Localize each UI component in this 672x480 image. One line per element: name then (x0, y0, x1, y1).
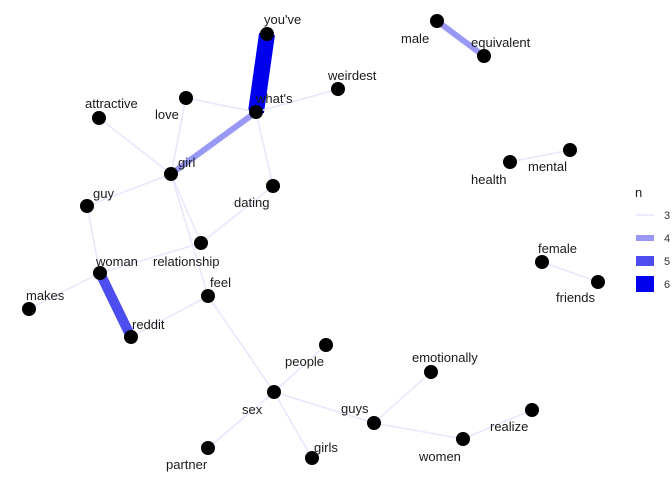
node-label-people: people (285, 354, 324, 369)
edge-health-mental (509, 149, 571, 163)
node-label-girls: girls (314, 440, 338, 455)
edge-attractive-girl (98, 117, 172, 175)
edge-what-s-dating (255, 111, 274, 187)
edge-reddit-feel (130, 295, 209, 338)
edge-sex-people (273, 344, 327, 393)
node-reddit (124, 330, 138, 344)
node-love (179, 91, 193, 105)
edge-women-realize (462, 409, 533, 440)
node-male (430, 14, 444, 28)
legend-title: n (635, 185, 642, 200)
edge-relationship-woman (99, 242, 202, 274)
node-girls (305, 451, 319, 465)
node-label-attractive: attractive (85, 96, 138, 111)
node-label-health: health (471, 172, 506, 187)
legend: n 3 4 5 6 (635, 185, 670, 292)
edge-woman-reddit (95, 270, 136, 340)
labels-layer: you've what's weirdest love attractive girl da… (26, 12, 596, 472)
node-relationship (194, 236, 208, 250)
node-you-ve (260, 27, 274, 41)
edge-male-equivalent (435, 18, 486, 59)
legend-label-5: 5 (664, 256, 670, 268)
node-label-feel: feel (210, 275, 231, 290)
node-label-love: love (155, 107, 179, 122)
node-emotionally (424, 365, 438, 379)
node-attractive (92, 111, 106, 125)
node-label-emotionally: emotionally (412, 350, 478, 365)
node-label-friends: friends (556, 290, 596, 305)
legend-label-4: 4 (664, 233, 670, 245)
node-label-women: women (418, 449, 461, 464)
edge-sex-partner (207, 391, 275, 449)
node-girl (164, 167, 178, 181)
node-label-relationship: relationship (153, 254, 220, 269)
node-label-partner: partner (166, 457, 208, 472)
node-feel (201, 289, 215, 303)
edge-guy-girl (86, 173, 172, 207)
edge-what-s-love (185, 97, 257, 113)
edge-girl-relationship (170, 173, 202, 244)
edge-what-s-weirdest (255, 88, 339, 113)
edge-guys-emotionally (373, 371, 432, 424)
edge-guy-woman (86, 205, 101, 274)
node-people (319, 338, 333, 352)
node-dating (266, 179, 280, 193)
node-guys (367, 416, 381, 430)
legend-label-6: 6 (664, 279, 670, 291)
node-what-s (249, 105, 263, 119)
node-label-sex: sex (242, 402, 263, 417)
node-partner (201, 441, 215, 455)
node-realize (525, 403, 539, 417)
node-label-weirdest: weirdest (327, 68, 377, 83)
node-woman (93, 266, 107, 280)
node-label-mental: mental (528, 159, 567, 174)
node-label-what-s: what's (255, 91, 293, 106)
edge-sex-girls (273, 391, 313, 459)
edge-girl-feel (170, 173, 209, 297)
node-female (535, 255, 549, 269)
node-label-realize: realize (490, 419, 528, 434)
edge-love-girl (170, 97, 187, 175)
node-label-reddit: reddit (132, 317, 165, 332)
edge-dating-relationship (200, 185, 274, 244)
edge-you-ve-what-s (248, 32, 275, 114)
edges-layer (28, 18, 599, 459)
node-label-equivalent: equivalent (471, 35, 531, 50)
node-label-girl: girl (178, 155, 195, 170)
node-friends (591, 275, 605, 289)
node-label-dating: dating (234, 195, 269, 210)
node-makes (22, 302, 36, 316)
node-label-guys: guys (341, 401, 369, 416)
node-guy (80, 199, 94, 213)
node-label-woman: woman (95, 254, 138, 269)
node-label-makes: makes (26, 288, 65, 303)
node-sex (267, 385, 281, 399)
node-women (456, 432, 470, 446)
edge-what-s-girl (169, 109, 258, 177)
node-weirdest (331, 82, 345, 96)
edge-woman-makes (28, 272, 101, 310)
node-label-male: male (401, 31, 429, 46)
edge-guys-women (373, 422, 464, 440)
legend-label-3: 3 (664, 210, 670, 222)
node-label-guy: guy (93, 186, 114, 201)
node-equivalent (477, 49, 491, 63)
nodes-layer (22, 14, 605, 465)
edge-sex-guys (273, 391, 375, 424)
node-mental (563, 143, 577, 157)
node-health (503, 155, 517, 169)
edge-female-friends (541, 261, 599, 283)
node-label-female: female (538, 241, 577, 256)
edge-feel-sex (207, 295, 275, 393)
legend-entries: 3 4 5 6 (636, 210, 670, 292)
node-label-you-ve: you've (264, 12, 301, 27)
